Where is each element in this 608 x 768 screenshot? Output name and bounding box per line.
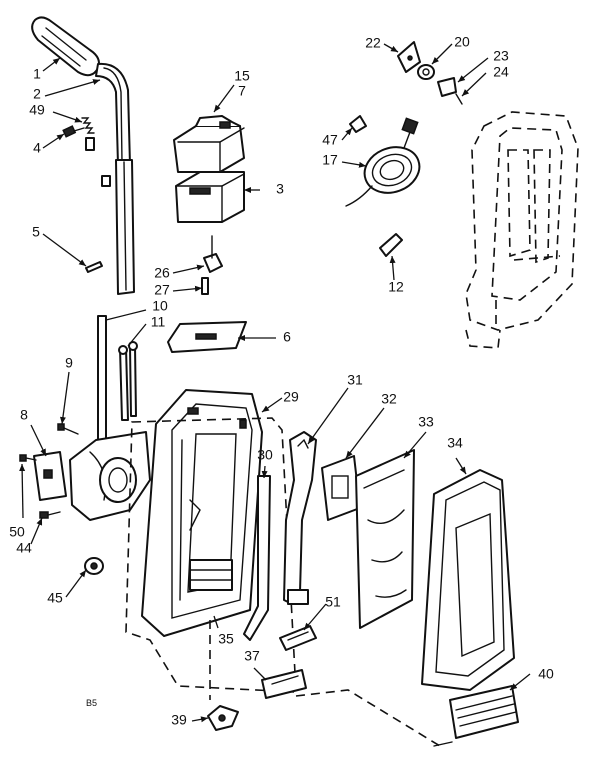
bag-holder-top bbox=[173, 115, 245, 173]
grille-40 bbox=[433, 685, 519, 747]
cord-hook-12 bbox=[379, 233, 403, 257]
bag-holder bbox=[175, 171, 245, 223]
screw-5 bbox=[85, 261, 103, 273]
callout-29: 29 bbox=[283, 389, 299, 405]
bag-chute bbox=[283, 431, 317, 605]
upper-handle-tube bbox=[95, 62, 131, 166]
callout-9: 9 bbox=[65, 355, 73, 371]
handle-grip bbox=[31, 16, 100, 77]
power-cord bbox=[345, 117, 421, 207]
screw-50 bbox=[19, 454, 37, 462]
filter-pad-51 bbox=[279, 625, 317, 651]
screw-27 bbox=[201, 277, 209, 295]
main-body-frame bbox=[141, 389, 263, 637]
callout-37: 37 bbox=[244, 648, 260, 664]
callout-33: 33 bbox=[418, 414, 434, 430]
callout-20: 20 bbox=[454, 34, 470, 50]
callout-23: 23 bbox=[493, 48, 509, 64]
clamp-bracket bbox=[203, 235, 223, 273]
callout-17: 17 bbox=[322, 152, 338, 168]
assembly-outline bbox=[125, 417, 297, 693]
callout-45: 45 bbox=[47, 590, 63, 606]
washer-20 bbox=[417, 64, 435, 80]
screw-9 bbox=[57, 423, 79, 435]
filter-bag bbox=[355, 449, 415, 629]
callout-39: 39 bbox=[171, 712, 187, 728]
cord-plug-47 bbox=[349, 115, 367, 133]
callout-8: 8 bbox=[20, 407, 28, 423]
callout-30: 30 bbox=[257, 447, 273, 463]
bag-collar bbox=[321, 455, 361, 521]
bag-cover bbox=[421, 469, 515, 691]
wheel-45 bbox=[84, 557, 104, 575]
callout-11: 11 bbox=[151, 314, 166, 330]
callout-50: 50 bbox=[9, 524, 25, 540]
callout-27: 27 bbox=[154, 282, 170, 298]
callout-5: 5 bbox=[32, 224, 40, 240]
knob-39 bbox=[207, 705, 239, 731]
filter-37 bbox=[261, 669, 307, 699]
callout-44: 44 bbox=[16, 540, 32, 556]
callout-3: 3 bbox=[276, 181, 284, 197]
callout-12: 12 bbox=[388, 279, 404, 295]
gasket-strip bbox=[243, 475, 271, 641]
callout-47: 47 bbox=[322, 132, 338, 148]
assembled-reference-view bbox=[465, 111, 579, 349]
callout-2: 2 bbox=[33, 86, 41, 102]
callout-15: 15 bbox=[234, 68, 250, 84]
callout-26: 26 bbox=[154, 265, 170, 281]
motor-housing bbox=[33, 431, 151, 521]
callout-4: 4 bbox=[33, 140, 41, 156]
callout-40: 40 bbox=[538, 666, 554, 682]
grille-guide-line bbox=[295, 689, 441, 747]
callout-49: 49 bbox=[29, 102, 45, 118]
bag-plate bbox=[167, 321, 247, 353]
callout-7: 7 bbox=[238, 83, 246, 99]
spring-clip bbox=[81, 117, 95, 151]
figure-code: B5 bbox=[86, 698, 97, 708]
callout-6: 6 bbox=[283, 329, 291, 345]
callout-24: 24 bbox=[493, 64, 509, 80]
callout-32: 32 bbox=[381, 391, 397, 407]
screw-4 bbox=[62, 125, 85, 138]
callout-1: 1 bbox=[33, 66, 41, 82]
hook-23-24 bbox=[437, 77, 463, 105]
lower-handle-tube bbox=[101, 159, 135, 295]
callout-34: 34 bbox=[447, 435, 463, 451]
latch-22 bbox=[397, 41, 421, 73]
screw-44 bbox=[39, 511, 61, 519]
callout-51: 51 bbox=[325, 594, 341, 610]
callout-31: 31 bbox=[347, 372, 363, 388]
callout-10: 10 bbox=[152, 298, 168, 314]
callout-22: 22 bbox=[365, 35, 381, 51]
leader-lines bbox=[19, 43, 531, 723]
callout-35: 35 bbox=[218, 631, 234, 647]
callout-labels: 1 2 49 4 15 7 3 5 26 27 10 11 6 9 8 50 4… bbox=[9, 34, 554, 728]
